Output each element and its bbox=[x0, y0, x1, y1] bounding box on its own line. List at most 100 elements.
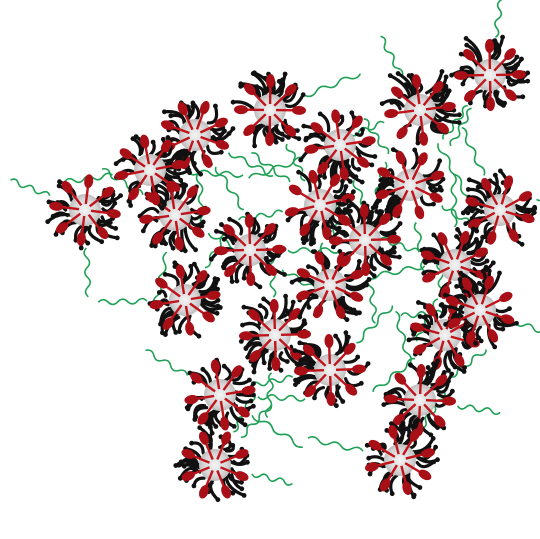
arm bbox=[253, 253, 269, 268]
ligand-end bbox=[289, 279, 295, 285]
nanoparticle bbox=[298, 109, 378, 185]
arm-head bbox=[310, 122, 324, 134]
ligand-end bbox=[349, 110, 355, 116]
arm-head bbox=[243, 83, 256, 96]
arm-head bbox=[155, 277, 168, 289]
ligand-end bbox=[45, 219, 51, 225]
arm-head bbox=[474, 247, 488, 258]
arm bbox=[423, 382, 439, 397]
ligand-end bbox=[461, 289, 467, 294]
arm bbox=[401, 403, 417, 418]
arm bbox=[320, 210, 327, 229]
ligand-end bbox=[317, 111, 323, 117]
ligand bbox=[347, 362, 370, 376]
arm bbox=[224, 397, 241, 411]
ligand-end bbox=[367, 471, 373, 477]
arm-head bbox=[198, 485, 209, 499]
ligand-end bbox=[182, 248, 188, 254]
arm bbox=[307, 274, 325, 284]
arm-head bbox=[463, 49, 476, 61]
polymer-chain bbox=[461, 126, 486, 176]
arm-head bbox=[224, 265, 236, 277]
ligand bbox=[178, 466, 199, 480]
arm bbox=[204, 442, 214, 460]
ligand bbox=[138, 206, 160, 218]
arm-head bbox=[171, 159, 186, 170]
arm bbox=[155, 164, 174, 171]
ligand-end bbox=[396, 254, 402, 260]
arm-head bbox=[384, 394, 398, 404]
particle-core bbox=[324, 129, 356, 161]
ligand-end bbox=[227, 216, 233, 222]
arm bbox=[161, 299, 180, 306]
ligand-end bbox=[366, 277, 372, 282]
arm bbox=[273, 92, 289, 107]
arm bbox=[248, 255, 252, 275]
particle-core bbox=[179, 119, 211, 151]
arm-head bbox=[294, 366, 308, 376]
arm-head bbox=[152, 232, 164, 245]
ligand-end bbox=[381, 402, 387, 407]
arm-head bbox=[421, 448, 435, 458]
ligand-end bbox=[312, 395, 317, 401]
ligand-end bbox=[384, 428, 390, 433]
arm bbox=[328, 345, 331, 365]
ligand-end bbox=[149, 243, 155, 249]
arm-head bbox=[414, 205, 425, 220]
polymer-chain bbox=[251, 152, 291, 183]
ligand-end bbox=[282, 71, 288, 77]
arm-head bbox=[481, 177, 492, 192]
arm bbox=[368, 221, 383, 237]
arm-head bbox=[518, 191, 533, 202]
ligand-end bbox=[366, 455, 372, 461]
arm-set bbox=[445, 275, 515, 345]
polymer-chain bbox=[83, 247, 91, 298]
polymer-chain bbox=[395, 310, 412, 364]
polymer-chain bbox=[356, 305, 394, 344]
arm bbox=[180, 210, 199, 216]
ligand-end bbox=[285, 217, 291, 223]
arm bbox=[419, 115, 425, 134]
ligand-end bbox=[532, 206, 538, 212]
ligand-end bbox=[156, 290, 162, 295]
ligand-end bbox=[415, 417, 421, 423]
ligand-end bbox=[292, 348, 298, 353]
arm-head bbox=[329, 236, 343, 246]
arm-head bbox=[454, 353, 465, 367]
ligand-end bbox=[425, 370, 430, 376]
arm-head bbox=[190, 372, 203, 384]
ligand bbox=[463, 322, 474, 349]
arm-head bbox=[221, 485, 232, 499]
arm bbox=[196, 139, 207, 158]
ligand-end bbox=[336, 225, 342, 231]
arm bbox=[395, 397, 415, 401]
arm bbox=[400, 94, 417, 108]
arm-head bbox=[484, 275, 495, 290]
ligand-end bbox=[463, 221, 469, 227]
arm-head bbox=[339, 166, 349, 181]
arm-head bbox=[351, 115, 363, 129]
arm-head bbox=[380, 254, 392, 266]
arm bbox=[278, 338, 294, 353]
ligand bbox=[198, 277, 217, 294]
ligand-end bbox=[443, 74, 449, 80]
nanoparticle bbox=[292, 330, 371, 409]
arm bbox=[253, 231, 268, 247]
arm bbox=[88, 194, 105, 208]
arm bbox=[456, 301, 475, 310]
ligand-end bbox=[234, 278, 240, 284]
ligand-end bbox=[474, 237, 479, 242]
ligand-end bbox=[473, 341, 479, 346]
nanoparticle bbox=[328, 198, 403, 279]
arm bbox=[437, 340, 445, 359]
ligand-end bbox=[421, 270, 427, 276]
arm bbox=[316, 144, 335, 150]
ligand-end bbox=[459, 66, 465, 71]
ligand-end bbox=[322, 174, 327, 180]
nanoparticle bbox=[147, 260, 223, 339]
arm-head bbox=[174, 236, 184, 251]
ligand-end bbox=[442, 292, 448, 298]
arm-set bbox=[49, 174, 121, 246]
polymer-chain-layer bbox=[10, 0, 540, 486]
ligand-end bbox=[241, 275, 247, 281]
